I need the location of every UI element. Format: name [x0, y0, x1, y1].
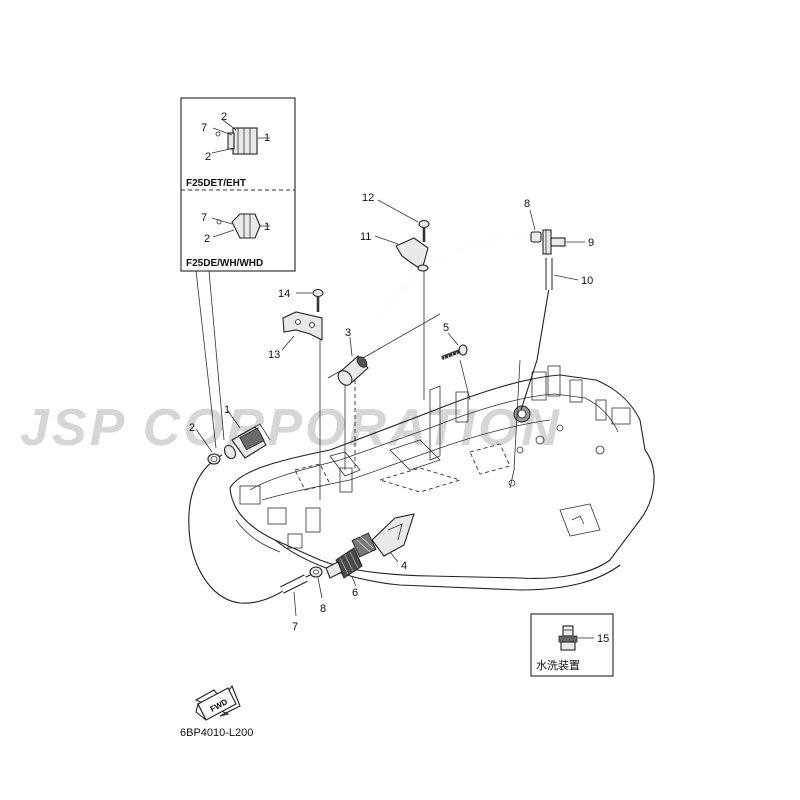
- inset-top-label: F25DET/EHT: [186, 178, 246, 189]
- inset-bottom-part: [211, 213, 270, 239]
- inset-top-callout-7: 7: [201, 122, 207, 134]
- callout-11: 11: [360, 231, 371, 243]
- inset-top-part: [211, 119, 270, 155]
- hoses: [188, 235, 550, 604]
- inset-flush-box: 15 水洗装置: [530, 613, 614, 677]
- part-13-bracket: [282, 311, 323, 341]
- leader-13: [281, 335, 295, 351]
- part-5-screw: [441, 344, 468, 362]
- part-7-hose: [280, 574, 308, 594]
- inset-bottom-label: F25DE/WH/WHD: [186, 258, 263, 269]
- part-11-holder: [395, 237, 429, 272]
- bottom-cowling: [229, 365, 655, 591]
- part-12-screw: [418, 219, 430, 242]
- inset-top-callout-2b: 2: [205, 151, 211, 163]
- part-1-grommet: [223, 423, 271, 460]
- leader-3: [349, 336, 353, 357]
- callout-10: 10: [581, 275, 593, 287]
- inset-flush-callout-15: 15: [597, 633, 609, 645]
- inset-flush-label: 水洗装置: [536, 659, 580, 672]
- callout-7: 7: [292, 621, 298, 633]
- leader-12: [377, 199, 419, 223]
- part-8-clamp-upper: [530, 231, 542, 243]
- leader-10: [553, 274, 579, 281]
- inset-bottom-callout-2: 2: [204, 233, 210, 245]
- part-8-clamp-lower: [309, 566, 323, 578]
- inset-leader-b: [208, 270, 225, 441]
- part-3-hose-grommet: [337, 355, 369, 386]
- watermark-text: JSP CORPORATION: [20, 399, 562, 457]
- part-15-flush-fitting: [558, 625, 578, 651]
- inset-bottom-callout-1: 1: [264, 221, 270, 233]
- part-4-connector: [351, 513, 415, 558]
- callout-13: 13: [268, 349, 280, 361]
- part-6-cap: [325, 547, 363, 579]
- part-9-tee: [542, 229, 566, 255]
- leader-1: [227, 410, 241, 429]
- inset-bottom-callout-7: 7: [201, 212, 207, 224]
- callout-8-upper: 8: [524, 198, 530, 210]
- inset-top-callout-1: 1: [264, 132, 270, 144]
- callout-3: 3: [345, 327, 351, 339]
- callout-2: 2: [189, 422, 195, 434]
- inset-leader-a: [195, 270, 217, 449]
- leader-8-lower: [317, 577, 323, 599]
- callout-6: 6: [352, 587, 358, 599]
- leader-2: [195, 428, 213, 453]
- callout-8-lower: 8: [320, 603, 326, 615]
- leader-4: [389, 551, 399, 563]
- part-14-screw: [312, 288, 324, 312]
- leader-8-upper: [529, 209, 536, 231]
- inset-variant-box: 7 2 1 2 F25DET/EHT 7 2 1 F25DE/WH/WHD: [180, 97, 296, 272]
- callout-12: 12: [362, 192, 374, 204]
- part-2-clamp: [207, 453, 221, 465]
- fwd-arrow-icon: FWD: [194, 684, 241, 721]
- inset-top-callout-2a: 2: [221, 111, 227, 123]
- leader-6: [351, 576, 357, 587]
- leader-11: [374, 235, 399, 245]
- callout-1: 1: [224, 404, 230, 416]
- callout-4: 4: [401, 560, 407, 572]
- leader-5: [447, 332, 459, 346]
- drawing-code: 6BP4010-L200: [180, 727, 253, 739]
- callout-14: 14: [278, 288, 290, 300]
- leader-7: [293, 591, 297, 617]
- callout-9: 9: [588, 237, 594, 249]
- callout-5: 5: [443, 322, 449, 334]
